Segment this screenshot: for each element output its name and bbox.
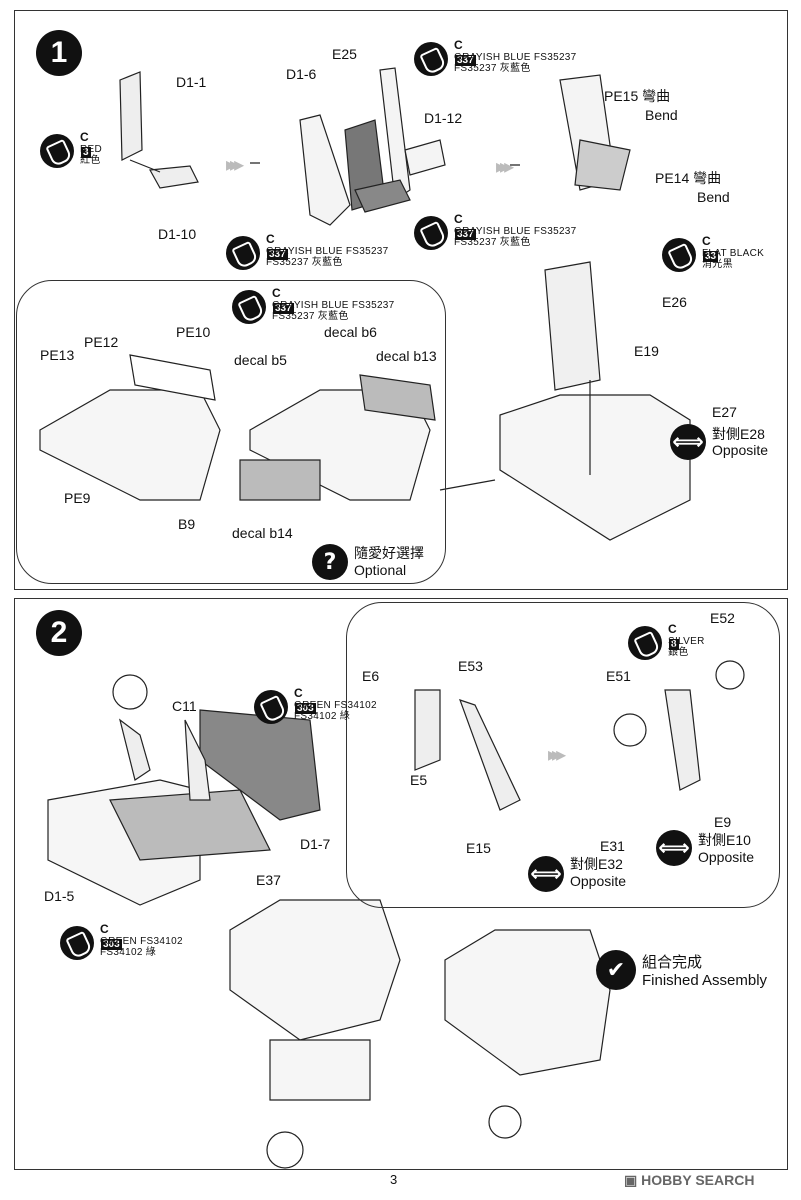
label-pe13: PE13 <box>40 347 75 363</box>
optional-inset-panel <box>16 280 446 584</box>
label-opposite-e28-cn: 對側E28 <box>712 426 765 442</box>
label-opposite-e10-en: Opposite <box>698 849 755 865</box>
label-bend-1: Bend <box>645 107 678 123</box>
label-c11: C11 <box>172 698 197 714</box>
label-b9: B9 <box>178 516 196 532</box>
label-e5: E5 <box>410 772 428 788</box>
flow-arrow: ▸▸▸ <box>226 152 244 176</box>
flow-arrow: ▸▸▸ <box>496 154 514 178</box>
label-e19: E19 <box>634 343 659 359</box>
label-finished-cn: 組合完成 <box>642 954 703 971</box>
label-opposite-e32-cn: 對側E32 <box>570 856 623 872</box>
question-icon: ? <box>312 544 348 580</box>
label-pe12: PE12 <box>84 334 119 350</box>
label-opposite-e10-cn: 對側E10 <box>698 832 751 848</box>
label-finished-en: Finished Assembly <box>642 972 768 989</box>
paint-brush-icon <box>414 42 448 76</box>
label-e52: E52 <box>710 610 735 626</box>
label-e6: E6 <box>362 668 380 684</box>
paint-brush-icon <box>628 626 662 660</box>
label-e31: E31 <box>600 838 625 854</box>
paint-brush-icon <box>60 926 94 960</box>
step1-frame <box>14 10 788 590</box>
label-d1-7: D1-7 <box>300 836 331 852</box>
camera-icon: ▣ <box>624 1172 642 1188</box>
label-pe15: PE15 彎曲 <box>604 88 671 104</box>
label-e15: E15 <box>466 840 491 856</box>
flow-arrow: ▸▸▸ <box>548 742 566 766</box>
step1-number: 1 <box>36 30 82 76</box>
label-d1-12: D1-12 <box>424 110 463 126</box>
label-decal-b6: decal b6 <box>324 324 377 340</box>
paint-brush-icon <box>232 290 266 324</box>
label-e25: E25 <box>332 46 357 62</box>
watermark-logo: ▣ HOBBY SEARCH <box>624 1172 755 1188</box>
label-e9: E9 <box>714 814 732 830</box>
label-e27: E27 <box>712 404 737 420</box>
double-arrow-icon: ⟺ <box>528 856 564 892</box>
label-d1-5: D1-5 <box>44 888 75 904</box>
label-d1-1: D1-1 <box>176 74 207 90</box>
label-d1-10: D1-10 <box>158 226 197 242</box>
label-e51: E51 <box>606 668 631 684</box>
double-arrow-icon: ⟺ <box>670 424 706 460</box>
label-decal-b13: decal b13 <box>376 348 437 364</box>
label-d1-6: D1-6 <box>286 66 317 82</box>
label-decal-b5: decal b5 <box>234 352 287 368</box>
label-pe9: PE9 <box>64 490 91 506</box>
label-decal-b14: decal b14 <box>232 525 293 541</box>
label-e37: E37 <box>256 872 281 888</box>
label-e53: E53 <box>458 658 483 674</box>
label-pe10: PE10 <box>176 324 211 340</box>
label-optional-en: Optional <box>354 562 407 578</box>
paint-brush-icon <box>254 690 288 724</box>
label-opposite-e28-en: Opposite <box>712 442 769 458</box>
page-number: 3 <box>390 1172 398 1187</box>
double-arrow-icon: ⟺ <box>656 830 692 866</box>
paint-brush-icon <box>40 134 74 168</box>
paint-brush-icon <box>226 236 260 270</box>
step2-number: 2 <box>36 610 82 656</box>
landing-gear-inset-panel <box>346 602 780 908</box>
paint-brush-icon <box>414 216 448 250</box>
label-pe14: PE14 彎曲 <box>655 170 722 186</box>
check-icon: ✔ <box>596 950 636 990</box>
label-optional-cn: 隨愛好選擇 <box>354 545 424 561</box>
step2-frame <box>14 598 788 1170</box>
label-e26: E26 <box>662 294 687 310</box>
label-bend-2: Bend <box>697 189 730 205</box>
paint-brush-icon <box>662 238 696 272</box>
label-opposite-e32-en: Opposite <box>570 873 627 889</box>
